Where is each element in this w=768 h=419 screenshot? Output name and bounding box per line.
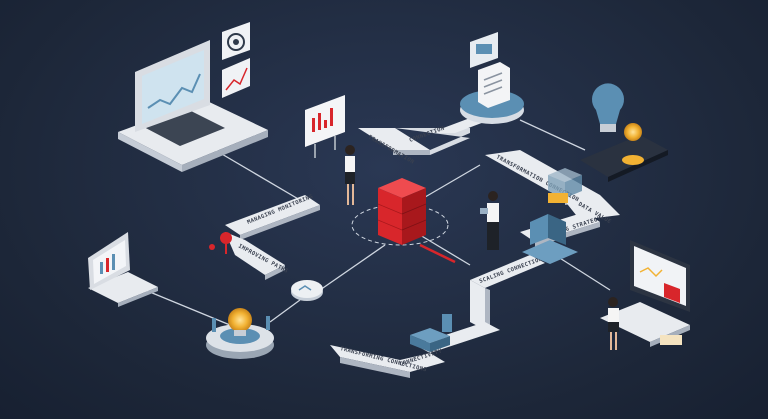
monitor-chart-icon <box>600 240 690 347</box>
map-pin-icon <box>209 232 232 254</box>
blue-box-icon <box>410 314 452 352</box>
connector-node-icon <box>291 280 323 301</box>
lightbulb-icon <box>206 308 274 359</box>
person-icon <box>345 145 355 205</box>
billboard-chart-icon <box>305 95 345 158</box>
glass-box-icon <box>548 168 582 203</box>
cube-orbit-ring <box>351 204 449 246</box>
blue-server-icon <box>522 214 578 264</box>
small-laptop-icon <box>88 232 158 307</box>
gear-card-icon <box>222 22 250 60</box>
laptop-chart-icon <box>118 40 268 172</box>
person-icon <box>480 191 499 250</box>
label-scaling-connection: SCALING CONNECTION <box>479 256 544 284</box>
path-segment-managing <box>225 195 320 280</box>
connector-lines <box>144 119 611 326</box>
path-segment-scaling <box>330 255 545 378</box>
document-stack-icon <box>460 32 524 124</box>
person-icon <box>608 297 619 350</box>
lightbulb-panel-icon <box>580 83 668 182</box>
chart-card-icon <box>222 58 250 98</box>
red-cube-icon <box>377 178 456 264</box>
